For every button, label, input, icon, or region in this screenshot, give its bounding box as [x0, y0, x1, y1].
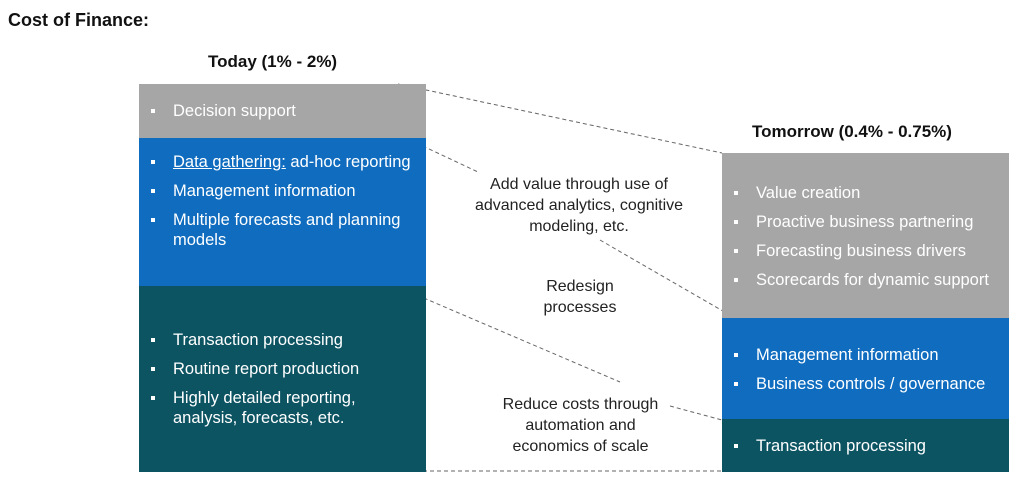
reduce-costs-annotation: Reduce costs through automation and econ… — [502, 396, 659, 455]
list-item: Data gathering: ad-hoc reporting — [139, 152, 426, 172]
list-item: Transaction processing — [139, 330, 426, 350]
redesign-annotation: Redesign processes — [543, 278, 617, 316]
list-item: Management information — [139, 181, 426, 201]
connector-middle — [397, 286, 621, 383]
page-title: Cost of Finance: — [8, 10, 150, 30]
list-item: Management information — [722, 345, 1009, 365]
tomorrow-value-box: Value creation Proactive business partne… — [722, 153, 1009, 318]
list-item: Decision support — [139, 101, 426, 121]
connector-costs — [669, 405, 723, 421]
connector-redesign — [599, 239, 736, 319]
list-item: Forecasting business drivers — [722, 241, 1009, 261]
add-value-annotation: Add value through use of advanced analyt… — [474, 176, 684, 235]
list-item: Proactive business partnering — [722, 212, 1009, 232]
list-item: Routine report production — [139, 359, 426, 379]
tomorrow-information-box: Management information Business controls… — [722, 318, 1009, 419]
today-transaction-box: Transaction processing Routine report pr… — [139, 286, 426, 472]
today-heading: Today (1% - 2%) — [208, 52, 338, 71]
underlined-text: Data gathering: — [173, 153, 286, 171]
tomorrow-transaction-box: Transaction processing — [722, 419, 1009, 472]
connector-top — [397, 83, 723, 154]
item-text: ad-hoc reporting — [285, 153, 411, 171]
list-item: Highly detailed reporting, analysis, for… — [139, 388, 426, 428]
today-information-box: Data gathering: ad-hoc reporting Managem… — [139, 138, 426, 286]
today-decision-support-box: Decision support — [139, 84, 426, 138]
list-item: Value creation — [722, 183, 1009, 203]
list-item: Scorecards for dynamic support — [722, 270, 1009, 290]
list-item: Business controls / governance — [722, 374, 1009, 394]
connector-analytics — [409, 139, 479, 173]
tomorrow-heading: Tomorrow (0.4% - 0.75%) — [752, 122, 952, 141]
list-item: Transaction processing — [722, 436, 1009, 456]
list-item: Multiple forecasts and planning models — [139, 210, 426, 250]
